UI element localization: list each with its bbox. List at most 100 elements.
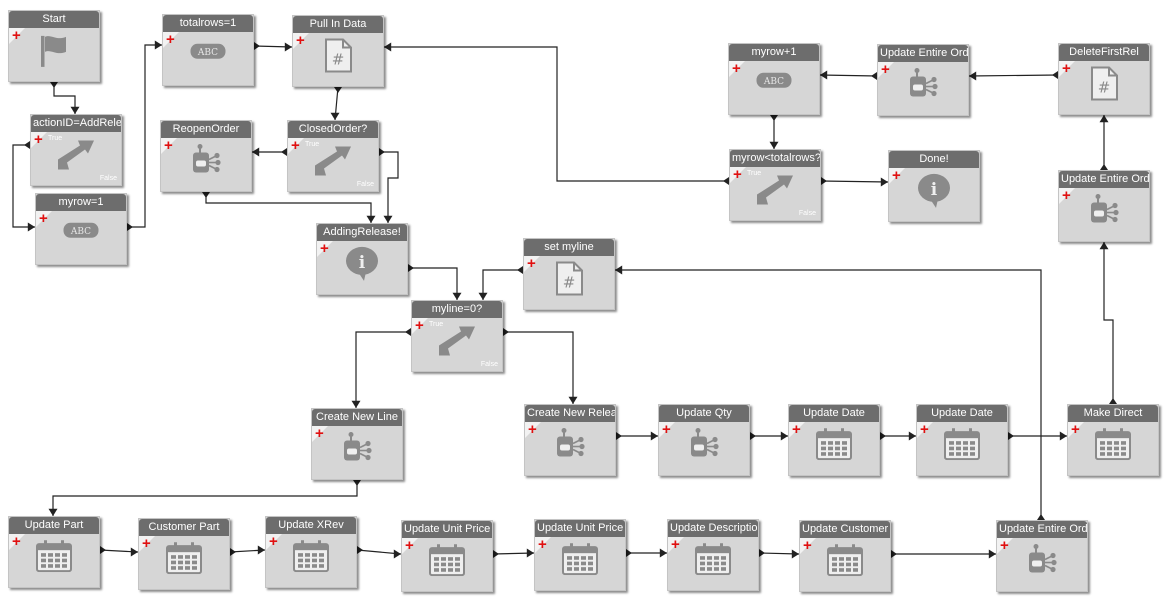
calendar-icon [293,540,329,577]
false-label: False [480,361,498,368]
node-updentire1[interactable]: Update Entire Orde+ [877,44,969,116]
node-upddesc[interactable]: Update Descriptior+ [667,519,759,591]
node-pullin[interactable]: Pull In Data+# [292,15,384,87]
node-title: Update Date [917,405,1007,422]
svg-text:#: # [1098,79,1111,97]
add-plus-icon[interactable]: + [315,425,324,442]
edge-updentire1-myrowplus-arrowhead [820,70,828,80]
add-plus-icon[interactable]: + [732,60,741,77]
node-title: Customer Part [139,519,229,536]
add-plus-icon[interactable]: + [405,537,414,554]
add-plus-icon[interactable]: + [733,166,742,183]
add-plus-icon[interactable]: + [12,27,21,44]
add-plus-icon[interactable]: + [527,255,536,272]
add-plus-icon[interactable]: + [12,533,21,550]
node-updxrev[interactable]: Update XRev+ [265,516,357,588]
node-myrow1[interactable]: myrow=1+ABC [35,193,127,265]
svg-text:i: i [931,180,938,200]
node-title: ReopenOrder [161,121,251,138]
node-upddate1[interactable]: Update Date+ [788,404,880,476]
node-corner [402,538,418,554]
node-title: Update Date [789,405,879,422]
node-updpart[interactable]: Update Part+ [8,516,100,588]
add-plus-icon[interactable]: + [538,536,547,553]
add-plus-icon[interactable]: + [1000,537,1009,554]
add-plus-icon[interactable]: + [671,536,680,553]
node-title: Update Qty [659,405,749,422]
false-label: False [798,210,816,217]
add-plus-icon[interactable]: + [269,533,278,550]
edge-createline-updpart-outport [353,480,361,486]
business-object-icon [341,432,373,471]
node-updentire3[interactable]: Update Entire Orde+ [996,520,1088,592]
edge-reopen-addingrel [205,192,372,223]
node-setmyline[interactable]: set myline+# [523,238,615,310]
node-title: Start [9,11,99,28]
add-plus-icon[interactable]: + [164,137,173,154]
node-makedirect[interactable]: Make Direct+ [1067,404,1159,476]
edge-pullin-closed-outport [334,87,342,93]
node-updunit1[interactable]: Update Unit Price+ [401,520,493,592]
node-updcust[interactable]: Update Customer+ [799,520,891,592]
add-plus-icon[interactable]: + [528,421,537,438]
condition-arrow-icon [313,144,353,183]
hash-document-icon: # [1090,66,1118,106]
add-plus-icon[interactable]: + [792,421,801,438]
node-myrowplus[interactable]: myrow+1+ABC [728,43,820,115]
add-plus-icon[interactable]: + [662,421,671,438]
edge-updcust-updentire3-outport [891,550,897,558]
node-corner [317,241,333,257]
add-plus-icon[interactable]: + [415,317,424,334]
add-plus-icon[interactable]: + [881,61,890,78]
edge-pullin-closed-arrowhead [330,112,340,120]
calendar-icon [695,543,731,580]
node-createline[interactable]: Create New Line+ [311,408,403,480]
node-corner [1059,61,1075,77]
edge-totalrows-pullin-outport [254,42,260,50]
edge-updunit1-updunit2-outport [493,550,499,558]
node-custpart[interactable]: Customer Part+ [138,518,230,590]
add-plus-icon[interactable]: + [296,32,305,49]
edge-myrowlt-done-arrowhead [880,177,888,187]
node-done[interactable]: Done!+i [888,150,980,222]
add-plus-icon[interactable]: + [291,137,300,154]
edge-myrow1-totalrows [127,44,162,228]
node-reopen[interactable]: ReopenOrder+ [160,120,252,192]
node-title: AddingRelease! [317,224,407,241]
node-totalrows[interactable]: totalrows=1+ABC [162,14,254,86]
add-plus-icon[interactable]: + [1062,187,1071,204]
node-start[interactable]: Start+ [8,10,100,82]
add-plus-icon[interactable]: + [1071,421,1080,438]
add-plus-icon[interactable]: + [142,535,151,552]
add-plus-icon[interactable]: + [892,167,901,184]
node-updunit2[interactable]: Update Unit Price+ [534,519,626,591]
node-addingrel[interactable]: AddingRelease!+i [316,223,408,295]
business-object-icon [1026,544,1058,583]
add-plus-icon[interactable]: + [1062,60,1071,77]
node-createrel[interactable]: Create New Releas+ [524,404,616,476]
edge-start-actionid-outport [50,82,58,88]
flag-icon [36,33,72,74]
node-corner [293,33,309,49]
node-upddate2[interactable]: Update Date+ [916,404,1008,476]
add-plus-icon[interactable]: + [803,537,812,554]
edge-updentire1-myrowplus-outport [871,72,877,80]
node-updqty[interactable]: Update Qty+ [658,404,750,476]
edge-myrowplus-myrowlt-outport [770,115,778,121]
abc-icon: ABC [63,222,99,243]
add-plus-icon[interactable]: + [39,210,48,227]
add-plus-icon[interactable]: + [920,421,929,438]
node-updentire2[interactable]: Update Entire Orde+ [1058,170,1150,242]
add-plus-icon[interactable]: + [320,240,329,257]
add-plus-icon[interactable]: + [166,31,175,48]
add-plus-icon[interactable]: + [34,131,43,148]
business-object-icon [688,428,720,467]
edge-myrow1-totalrows-arrowhead [154,40,162,50]
node-deletefirst[interactable]: DeleteFirstRel+# [1058,43,1150,115]
edge-setmyline-myline0-outport [517,266,523,274]
edge-updpart-custpart-arrowhead [130,547,138,557]
